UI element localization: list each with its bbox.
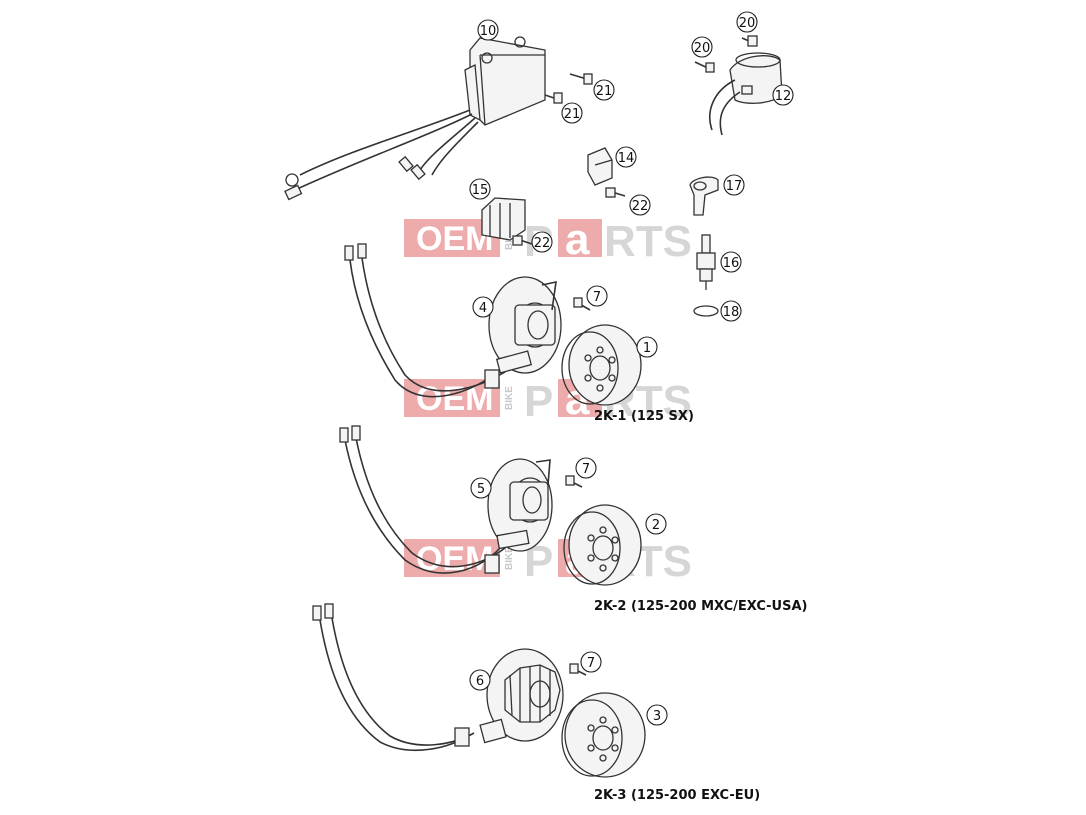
variant-label-2k3: 2K-3 (125-200 EXC-EU)	[594, 788, 760, 803]
svg-text:6: 6	[476, 674, 484, 689]
spark-plug-connector-part	[689, 176, 719, 216]
callout-18: 18	[720, 300, 742, 322]
watermark-p-text: P	[524, 377, 553, 426]
rotor-2k1-part	[561, 324, 642, 406]
bolt-20b	[741, 35, 758, 47]
bolt-22a	[605, 187, 626, 198]
callout-20: 20	[691, 36, 713, 58]
svg-text:12: 12	[775, 89, 792, 104]
watermark-oem-text: OEM	[416, 220, 493, 258]
callout-7: 7	[586, 285, 608, 307]
washer-part	[693, 305, 719, 317]
svg-text:21: 21	[564, 107, 581, 122]
svg-text:1: 1	[643, 341, 651, 356]
callout-3: 3	[646, 704, 668, 726]
callout-10: 10	[477, 19, 499, 41]
callout-17: 17	[723, 174, 745, 196]
svg-text:20: 20	[694, 41, 711, 56]
variant-label-2k1: 2K-1 (125 SX)	[594, 409, 694, 424]
bolt-22b	[512, 235, 533, 246]
watermark-top: OEM BIKE P a RTS	[404, 215, 692, 266]
bolt-7b	[565, 475, 583, 488]
callout-20: 20	[736, 11, 758, 33]
bolt-7a	[573, 297, 591, 311]
bolt-20a	[694, 61, 715, 73]
svg-text:16: 16	[723, 256, 740, 271]
callout-7: 7	[580, 651, 602, 673]
callout-1: 1	[636, 336, 658, 358]
svg-text:4: 4	[479, 301, 487, 316]
variant-label-2k2: 2K-2 (125-200 MXC/EXC-USA)	[594, 599, 807, 614]
callout-2: 2	[645, 513, 667, 535]
watermark-rts-text: RTS	[604, 217, 692, 266]
svg-text:20: 20	[739, 16, 756, 31]
rotor-2k3-part	[561, 692, 646, 778]
svg-text:10: 10	[480, 24, 497, 39]
callout-16: 16	[720, 251, 742, 273]
watermark-bike-text: BIKE	[504, 386, 515, 410]
watermark-oem-text: OEM	[416, 380, 493, 418]
svg-text:17: 17	[726, 179, 743, 194]
callout-21: 21	[593, 79, 615, 101]
svg-text:3: 3	[653, 709, 661, 724]
spark-plug-part	[696, 234, 716, 290]
svg-text:15: 15	[472, 183, 489, 198]
bolt-7c	[569, 663, 587, 676]
callout-21: 21	[561, 102, 583, 124]
stator-2k2-part	[339, 425, 553, 574]
svg-text:5: 5	[477, 482, 485, 497]
svg-text:7: 7	[593, 290, 601, 305]
callout-6: 6	[469, 669, 491, 691]
svg-text:21: 21	[596, 84, 613, 99]
bracket-part	[587, 147, 613, 186]
bolt-21a	[569, 73, 593, 85]
callout-7: 7	[575, 457, 597, 479]
stator-2k1-part	[344, 243, 562, 398]
svg-text:7: 7	[582, 462, 590, 477]
svg-text:22: 22	[632, 199, 649, 214]
cdi-unit-part	[284, 36, 546, 201]
rotor-2k2-part	[563, 504, 642, 586]
watermark-bike-text: BIKE	[504, 546, 515, 570]
callout-22: 22	[531, 231, 553, 253]
watermark-a-text: a	[565, 215, 590, 264]
svg-text:7: 7	[587, 656, 595, 671]
callout-12: 12	[772, 84, 794, 106]
voltage-regulator-part	[481, 197, 526, 241]
callout-4: 4	[472, 296, 494, 318]
callout-15: 15	[469, 178, 491, 200]
watermark-bottom: OEM BIKE P a RTS	[404, 535, 692, 586]
svg-text:14: 14	[618, 151, 635, 166]
bolt-21b	[544, 92, 563, 104]
svg-text:18: 18	[723, 305, 740, 320]
callout-14: 14	[615, 146, 637, 168]
callout-22: 22	[629, 194, 651, 216]
stator-2k3-part	[312, 603, 564, 751]
ignition-coil-part	[708, 52, 783, 136]
callout-5: 5	[470, 477, 492, 499]
svg-text:22: 22	[534, 236, 551, 251]
svg-text:2: 2	[652, 518, 660, 533]
